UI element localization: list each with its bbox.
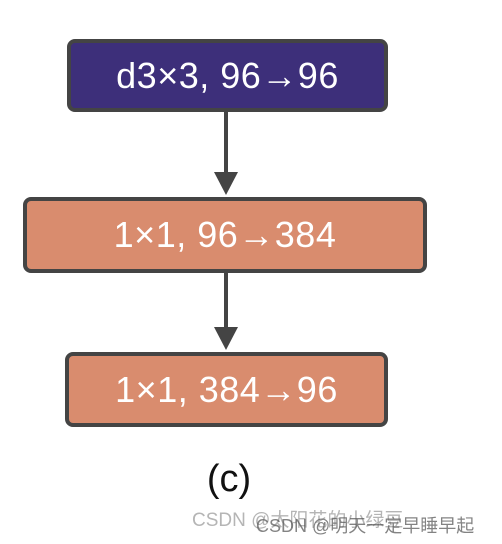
arrow-block1-to-block2 — [214, 112, 238, 195]
project-conv-label: 1×1, 384→96 — [115, 368, 338, 410]
expand-conv-block: 1×1, 96→384 — [23, 197, 427, 273]
arrow-block2-to-block3 — [214, 273, 238, 350]
figure-caption: (c) — [0, 458, 502, 501]
figure-caption-text: (c) — [206, 458, 252, 500]
expand-conv-label: 1×1, 96→384 — [113, 214, 337, 255]
watermark-secondary: CSDN @明天一定早睡早起 — [256, 516, 475, 536]
project-conv-block: 1×1, 384→96 — [65, 352, 388, 427]
watermark-primary: CSDN @太阳花的小绿豆 — [192, 510, 404, 531]
depthwise-conv-label: d3×3, 96→96 — [116, 54, 339, 96]
depthwise-conv-block: d3×3, 96→96 — [67, 39, 388, 112]
